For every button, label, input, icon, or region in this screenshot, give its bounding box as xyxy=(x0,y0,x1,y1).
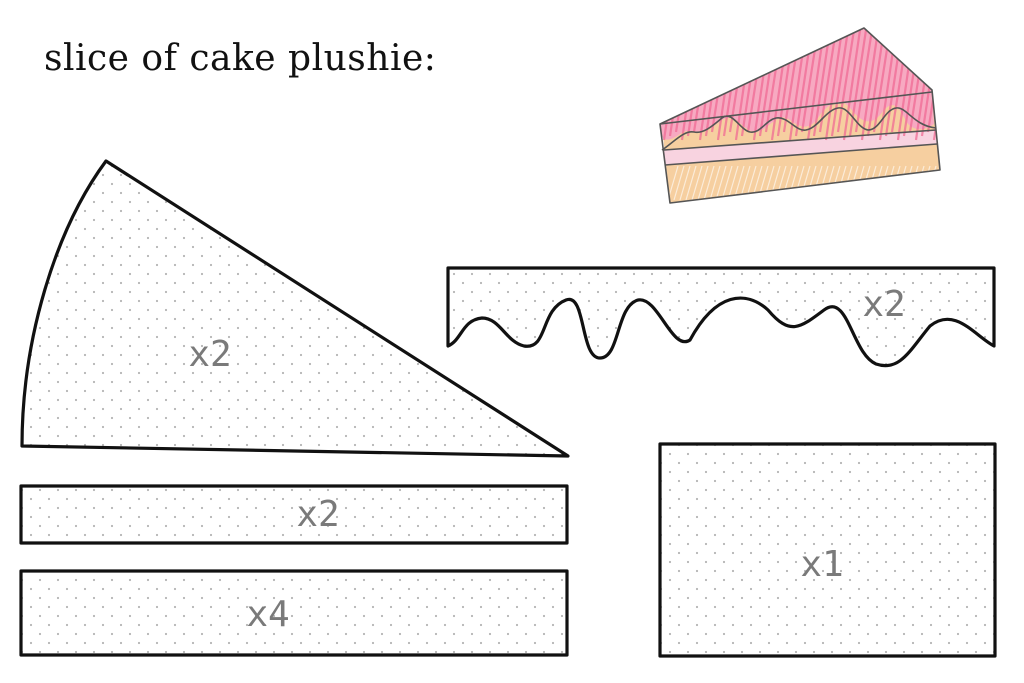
frosting-hatch-stroke xyxy=(836,29,856,133)
sponge-hatch-stroke xyxy=(721,165,733,201)
cake-frosting-drip-line xyxy=(661,107,937,151)
sponge-hatch-stroke xyxy=(697,165,709,201)
frosting-hatch-stroke xyxy=(860,29,880,141)
wedge-piece: x2 xyxy=(20,159,570,458)
sponge-hatch-stroke xyxy=(727,165,739,201)
layer-strip-quantity-label: x4 xyxy=(246,594,289,635)
page-title: slice of cake plushie: xyxy=(44,38,437,79)
frosting-hatch-stroke xyxy=(854,29,874,133)
sponge-hatch-stroke xyxy=(685,165,697,201)
frosting-hatch-stroke xyxy=(812,29,832,137)
sponge-hatch-stroke xyxy=(691,165,703,201)
side-strip-quantity-label: x2 xyxy=(296,494,339,535)
cake-top-edge xyxy=(659,91,933,125)
back-panel-outline xyxy=(658,442,997,658)
side-strip-piece: x2 xyxy=(19,484,569,545)
sponge-hatch-stroke xyxy=(673,165,685,201)
frosting-hatch-stroke xyxy=(938,29,940,137)
frosting-hatch-stroke xyxy=(842,29,862,141)
frosting-strip-outline xyxy=(446,266,996,368)
sponge-hatch-stroke xyxy=(703,165,715,201)
sponge-hatch-stroke xyxy=(709,165,721,201)
frosting-hatch-stroke xyxy=(946,30,962,132)
cake-cream-top-line xyxy=(663,129,937,151)
side-strip-outline xyxy=(19,484,569,545)
sponge-hatch-stroke xyxy=(679,165,691,201)
back-panel-quantity-label: x1 xyxy=(800,544,843,585)
cake-cream-bottom-line xyxy=(664,143,938,166)
sponge-hatch-stroke xyxy=(937,165,940,201)
frosting-strip-quantity-label: x2 xyxy=(862,284,905,325)
frosting-hatch-stroke xyxy=(932,29,940,141)
frosting-hatch-stroke xyxy=(926,29,940,133)
wedge-quantity-label: x2 xyxy=(188,334,231,375)
frosting-hatch-stroke xyxy=(830,29,850,137)
frosting-strip-piece: x2 xyxy=(446,266,996,368)
layer-strip-outline xyxy=(19,569,569,657)
cake-cream-layer xyxy=(664,130,937,165)
back-panel-piece: x1 xyxy=(658,442,997,658)
frosting-hatch-stroke xyxy=(866,29,886,137)
cake-slice-illustration xyxy=(659,27,962,204)
frosting-hatch-stroke xyxy=(824,29,844,141)
frosting-hatch-stroke xyxy=(818,29,838,133)
sponge-hatch-stroke xyxy=(715,165,727,201)
layer-strip-piece: x4 xyxy=(19,569,569,657)
wedge-outline xyxy=(20,159,570,458)
